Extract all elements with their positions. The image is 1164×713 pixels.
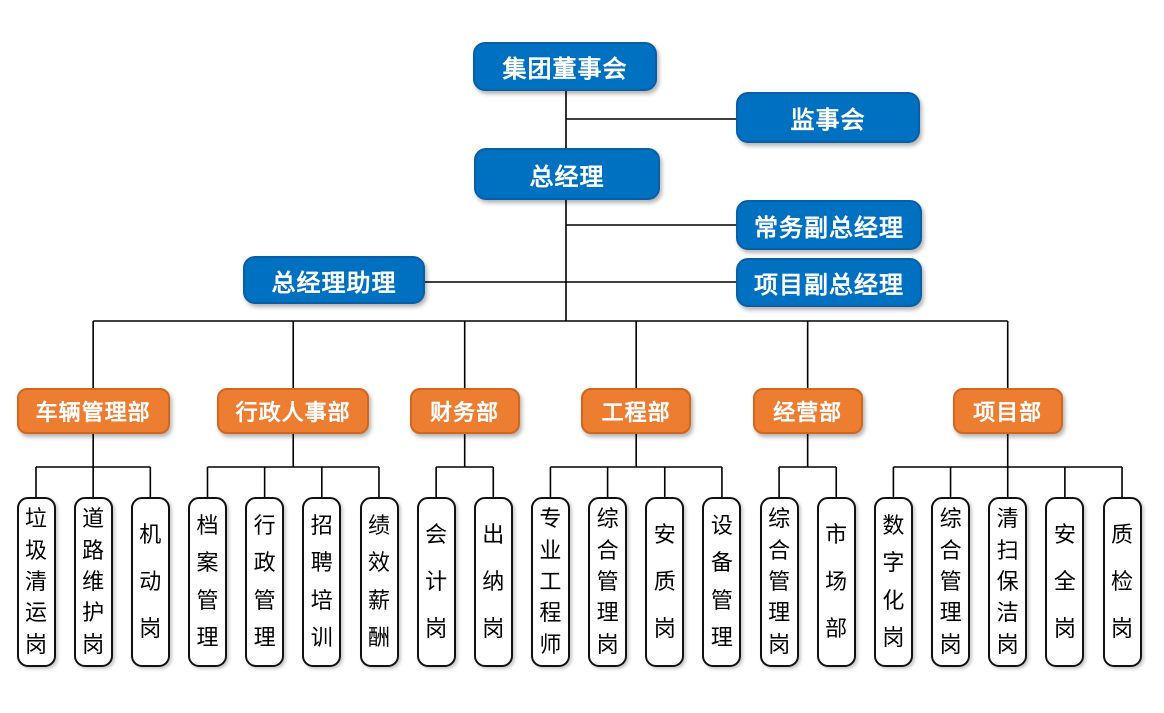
node-gm-assistant: 总经理助理 (243, 256, 425, 304)
node-post-4-1: 市场部 (816, 497, 856, 667)
node-supervisory-board: 监事会 (736, 92, 920, 143)
node-post-1-2: 招聘培训 (302, 497, 342, 667)
node-post-1-0: 档案管理 (188, 497, 227, 667)
node-post-5-1: 综合管理岗 (931, 497, 971, 667)
node-project-deputy-gm: 项目副总经理 (736, 258, 922, 307)
node-department-4: 经营部 (752, 388, 863, 434)
node-post-0-2: 机动岗 (130, 497, 170, 667)
node-post-1-1: 行政管理 (245, 497, 285, 667)
node-department-3: 工程部 (581, 388, 692, 434)
node-group-board: 集团董事会 (473, 42, 657, 91)
node-department-0: 车辆管理部 (16, 388, 170, 434)
node-post-3-2: 安质岗 (645, 497, 685, 667)
node-post-3-1: 综合管理岗 (588, 497, 628, 667)
node-post-5-3: 安全岗 (1045, 497, 1085, 667)
node-post-5-0: 数字化岗 (873, 497, 913, 667)
node-post-3-3: 设备管理 (702, 497, 742, 667)
node-post-1-3: 绩效薪酬 (359, 497, 399, 667)
node-post-0-0: 垃圾清运岗 (16, 497, 56, 667)
node-post-4-0: 综合管理岗 (759, 497, 799, 667)
node-department-5: 项目部 (952, 388, 1063, 434)
node-post-5-4: 质检岗 (1102, 497, 1142, 667)
node-post-2-0: 会计岗 (416, 497, 456, 667)
node-general-manager: 总经理 (474, 148, 660, 200)
node-post-3-0: 专业工程师 (530, 497, 570, 667)
node-exec-deputy-gm: 常务副总经理 (736, 200, 922, 250)
node-department-1: 行政人事部 (217, 388, 370, 434)
node-post-0-1: 道路维护岗 (73, 497, 113, 667)
node-post-2-1: 出纳岗 (473, 497, 513, 667)
node-post-5-2: 清扫保洁岗 (988, 497, 1028, 667)
node-department-2: 财务部 (409, 388, 520, 434)
